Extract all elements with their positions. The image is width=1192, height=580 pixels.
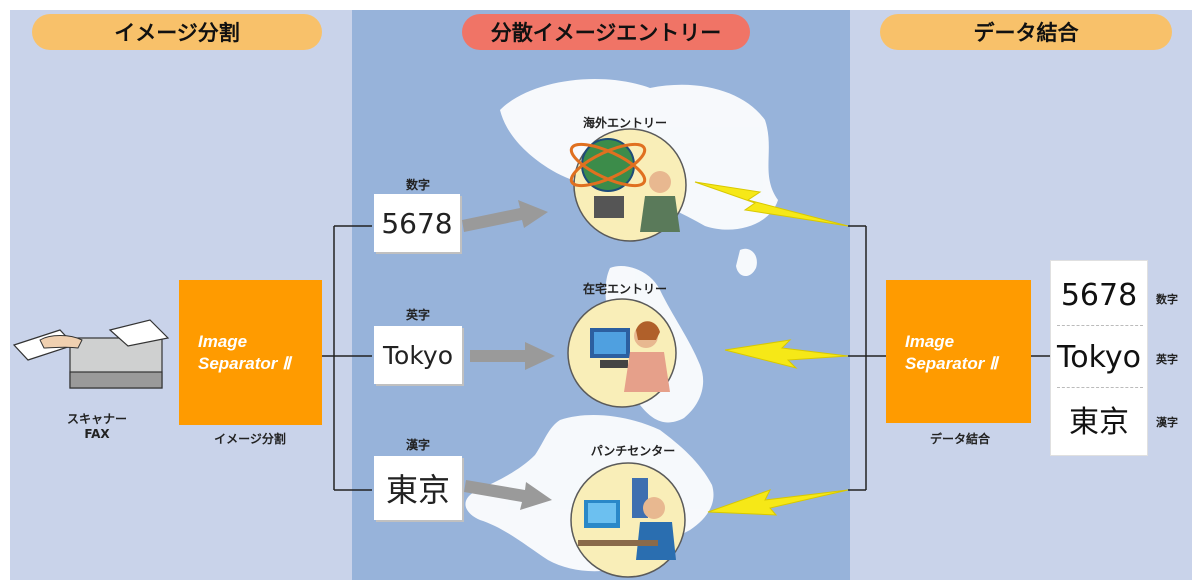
arrow-icon bbox=[462, 200, 555, 510]
result-divider bbox=[1057, 325, 1143, 326]
separator-right-caption: データ結合 bbox=[929, 432, 990, 446]
field-label-digits: 数字 bbox=[405, 178, 430, 192]
entry-label-overseas: 海外エントリー bbox=[582, 116, 667, 130]
scanner-label-line2: FAX bbox=[84, 427, 110, 441]
merged-result-card: 5678 Tokyo 東京 bbox=[1050, 260, 1148, 456]
result-label-kanji: 漢字 bbox=[1156, 416, 1178, 429]
entry-label-punch-center: パンチセンター bbox=[590, 444, 676, 458]
result-label-digits: 数字 bbox=[1156, 293, 1178, 306]
lightning-icon bbox=[694, 181, 849, 516]
scanner-fax-icon bbox=[12, 319, 170, 389]
image-separator-right: Image Separator Ⅱ bbox=[886, 280, 1031, 423]
result-value-digits: 5678 bbox=[1060, 277, 1138, 313]
field-card-alpha: Tokyo bbox=[374, 326, 462, 384]
overseas-entry-icon bbox=[569, 128, 687, 242]
punch-center-icon bbox=[570, 462, 686, 578]
separator-right-line1: Image bbox=[905, 332, 955, 351]
result-value-alpha: Tokyo bbox=[1057, 339, 1141, 375]
field-card-digits: 5678 bbox=[374, 194, 460, 252]
separator-left-line1: Image bbox=[198, 332, 248, 351]
entry-label-home: 在宅エントリー bbox=[582, 282, 667, 296]
field-label-alpha: 英字 bbox=[405, 308, 430, 322]
result-value-kanji: 東京 bbox=[1069, 405, 1129, 440]
separator-right-line2: Separator Ⅱ bbox=[905, 354, 998, 373]
split-connector bbox=[322, 225, 372, 491]
scanner-label: スキャナー FAX bbox=[52, 410, 142, 441]
scanner-label-line1: スキャナー bbox=[66, 412, 127, 426]
split-header: イメージ分割 bbox=[32, 14, 322, 50]
result-label-alpha: 英字 bbox=[1156, 353, 1178, 366]
home-entry-icon bbox=[567, 298, 677, 408]
entry-header: 分散イメージエントリー bbox=[462, 14, 750, 50]
separator-left-caption: イメージ分割 bbox=[214, 432, 286, 446]
field-card-kanji: 東京 bbox=[374, 456, 462, 520]
image-separator-left: Image Separator Ⅱ bbox=[179, 280, 322, 425]
field-label-kanji: 漢字 bbox=[405, 438, 430, 452]
merge-connector bbox=[848, 225, 1050, 491]
merge-header: データ結合 bbox=[880, 14, 1172, 50]
separator-left-line2: Separator Ⅱ bbox=[198, 354, 291, 373]
result-divider bbox=[1057, 387, 1143, 388]
